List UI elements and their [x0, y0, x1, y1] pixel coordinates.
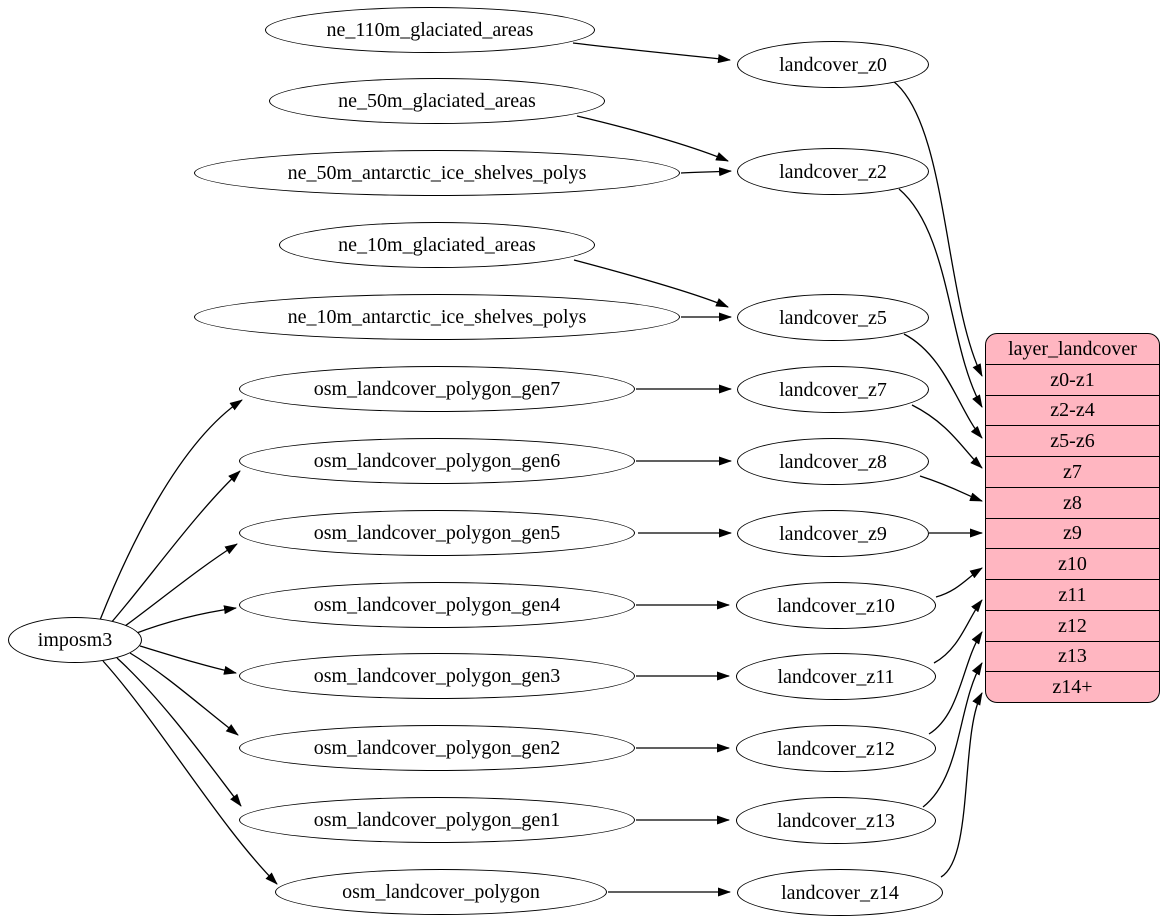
edge-ne_110m_glaciated_areas-landcover_z0 [572, 42, 731, 64]
node-landcover_z10: landcover_z10 [736, 582, 936, 629]
node-landcover_z0: landcover_z0 [737, 41, 929, 88]
node-landcover_z13: landcover_z13 [736, 797, 936, 844]
edge-landcover_z11-row-z11 [933, 599, 983, 664]
edge-imposm3-osm_landcover_polygon_gen7 [99, 399, 243, 621]
edge-imposm3-osm_landcover_polygon_gen3 [139, 645, 237, 675]
node-osm_landcover_polygon_gen6: osm_landcover_polygon_gen6 [239, 438, 635, 484]
edge-imposm3-osm_landcover_polygon [102, 660, 278, 885]
record-row-z2-z4: z2-z4 [986, 394, 1159, 426]
record-title: layer_landcover [1008, 337, 1137, 360]
record-row-z14plus: z14+ [986, 671, 1159, 702]
node-landcover_z9: landcover_z9 [737, 510, 929, 557]
edge-landcover_z10-row-z10 [935, 567, 983, 598]
node-osm_landcover_polygon_gen3: osm_landcover_polygon_gen3 [239, 653, 635, 699]
record-row-z12: z12 [986, 609, 1159, 641]
record-row-z8: z8 [986, 486, 1159, 518]
edge-landcover_z8-row-z8 [919, 475, 983, 502]
record-row-z10: z10 [986, 548, 1159, 579]
edge-landcover_z13-row-z13 [922, 662, 983, 808]
node-landcover_z12: landcover_z12 [736, 725, 936, 772]
edge-imposm3-osm_landcover_polygon_gen2 [129, 652, 239, 736]
node-osm_landcover_polygon_gen7: osm_landcover_polygon_gen7 [239, 366, 635, 412]
node-landcover_z5: landcover_z5 [737, 294, 929, 341]
node-layer_landcover: layer_landcover z0-z1 z2-z4 z5-z6 z7 z8 … [985, 333, 1160, 703]
node-osm_landcover_polygon_gen1: osm_landcover_polygon_gen1 [239, 797, 635, 843]
record-row-z5-z6: z5-z6 [986, 425, 1159, 456]
edge-landcover_z12-row-z12 [928, 631, 983, 735]
node-osm_landcover_polygon_gen2: osm_landcover_polygon_gen2 [239, 725, 635, 771]
node-ne_50m_antarctic_ice_shelves_polys: ne_50m_antarctic_ice_shelves_polys [194, 150, 680, 196]
node-osm_landcover_polygon: osm_landcover_polygon [275, 869, 607, 915]
edge-imposm3-osm_landcover_polygon_gen4 [133, 605, 237, 635]
edge-imposm3-osm_landcover_polygon_gen1 [116, 657, 242, 807]
node-landcover_z7: landcover_z7 [737, 366, 929, 413]
node-ne_10m_glaciated_areas: ne_10m_glaciated_areas [279, 222, 595, 268]
edge-ne_50m_antarctic_ice_shelves_polys-landcover_z2 [680, 167, 732, 177]
record-row-z9: z9 [986, 517, 1159, 549]
edge-ne_10m_glaciated_areas-landcover_z5 [573, 259, 729, 308]
edge-landcover_z2-row-z2-z4 [898, 188, 983, 408]
node-landcover_z2: landcover_z2 [737, 148, 929, 195]
node-ne_110m_glaciated_areas: ne_110m_glaciated_areas [265, 7, 595, 53]
node-osm_landcover_polygon_gen4: osm_landcover_polygon_gen4 [239, 582, 635, 628]
edge-imposm3-osm_landcover_polygon_gen5 [120, 543, 238, 630]
record-row-z11: z11 [986, 579, 1159, 610]
node-landcover_z11: landcover_z11 [736, 653, 936, 700]
node-ne_50m_glaciated_areas: ne_50m_glaciated_areas [269, 78, 605, 124]
edge-landcover_z14-row-z14plus [940, 692, 983, 878]
edge-imposm3-osm_landcover_polygon_gen6 [109, 470, 241, 625]
record-row-z7: z7 [986, 456, 1159, 487]
node-imposm3: imposm3 [8, 617, 142, 663]
edge-landcover_z0-row-z0-z1 [892, 80, 983, 377]
node-ne_10m_antarctic_ice_shelves_polys: ne_10m_antarctic_ice_shelves_polys [194, 294, 680, 340]
edge-ne_50m_glaciated_areas-landcover_z2 [576, 115, 729, 162]
node-landcover_z8: landcover_z8 [737, 438, 929, 485]
record-row-z13: z13 [986, 640, 1159, 672]
edge-landcover_z7-row-z7 [911, 404, 983, 469]
node-landcover_z14: landcover_z14 [737, 869, 943, 916]
node-osm_landcover_polygon_gen5: osm_landcover_polygon_gen5 [239, 510, 635, 556]
record-row-z0-z1: z0-z1 [986, 363, 1159, 395]
edge-landcover_z5-row-z5-z6 [903, 333, 983, 439]
